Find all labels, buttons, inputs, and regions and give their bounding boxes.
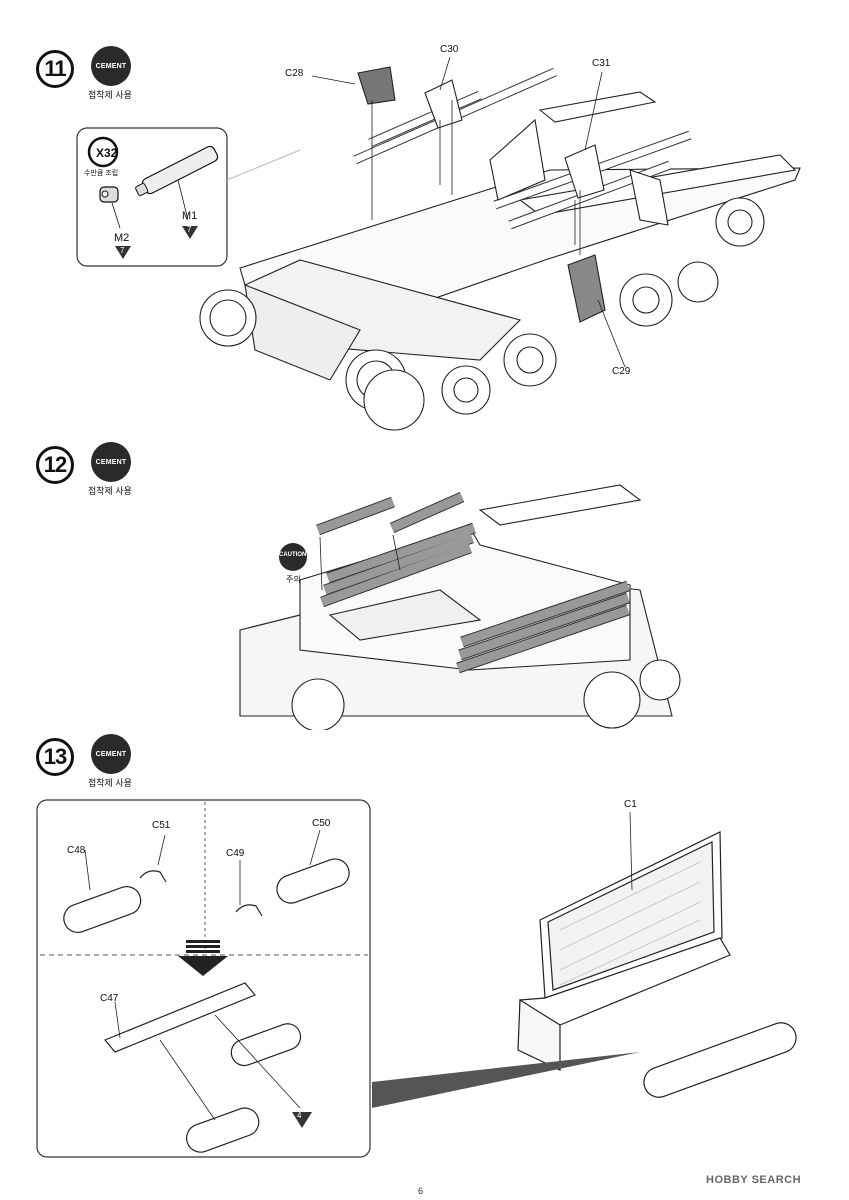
step-13-number: 13 (36, 738, 74, 776)
cement-icon: CEMENT (91, 734, 131, 774)
m2-count: 7 (120, 246, 125, 255)
cement-icon: CEMENT (91, 442, 131, 482)
caution-text: 주의 (286, 575, 301, 584)
m2-label: M2 (114, 232, 130, 244)
page-number: 6 (418, 1186, 424, 1196)
cement-icon: CEMENT (91, 46, 131, 86)
part-c29: C29 (612, 366, 631, 377)
part-c30: C30 (440, 44, 459, 55)
step-12-number: 12 (36, 446, 74, 484)
part-c51: C51 (152, 820, 171, 831)
watermark: HOBBY SEARCH (706, 1174, 802, 1186)
x32-label: X32 (96, 146, 118, 160)
m1-count: 7 (187, 225, 192, 234)
step-11-number: 11 (36, 50, 74, 88)
part-c31: C31 (592, 58, 611, 69)
part-c48: C48 (67, 845, 86, 856)
cement-text: 접착제 사용 (88, 486, 132, 496)
part-c28: C28 (285, 68, 304, 79)
step-11-drawing (76, 56, 801, 431)
part-c50: C50 (312, 818, 331, 829)
step-13-drawing (36, 799, 797, 1158)
part-c49: C49 (226, 848, 245, 859)
cement-text: 접착제 사용 (88, 90, 132, 100)
caution-icon: CAUTION (279, 552, 307, 558)
step-12-drawing (239, 484, 681, 730)
part-c47: C47 (100, 993, 119, 1004)
repeat-count: 4 (297, 1111, 302, 1120)
cement-text: 접착제 사용 (88, 778, 132, 788)
part-c1: C1 (624, 799, 637, 810)
m1-label: M1 (182, 210, 198, 222)
x32-subtext: 수만큼 조립 (84, 170, 119, 177)
